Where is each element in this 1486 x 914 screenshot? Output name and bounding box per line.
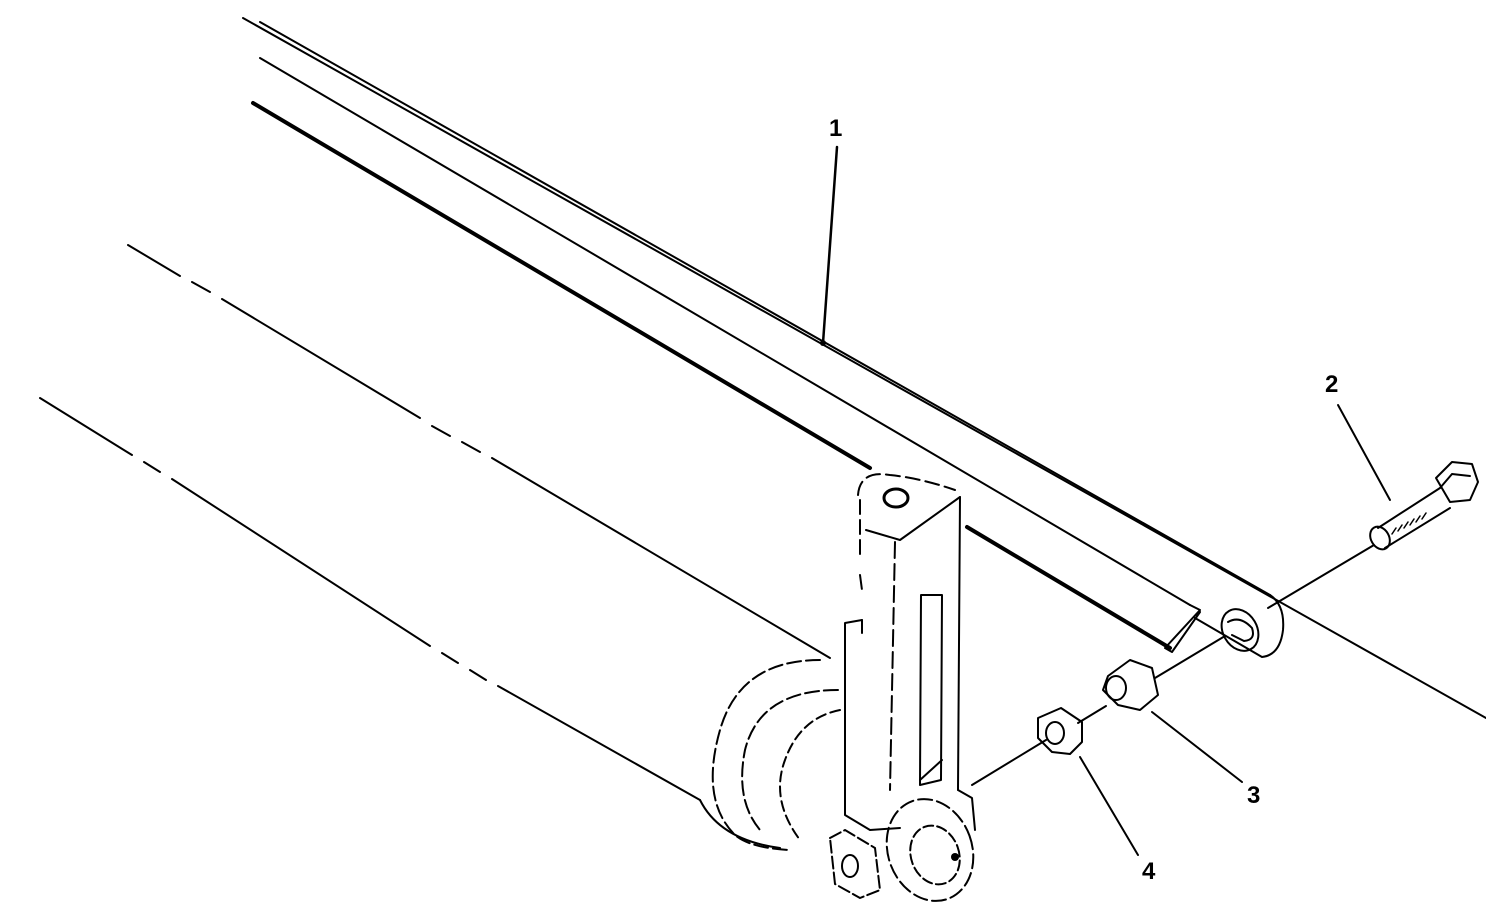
callout-leaders — [820, 145, 1391, 501]
roller-cylinder — [39, 244, 841, 851]
hex-jam-nut — [1037, 707, 1139, 856]
self-locking-nut — [1102, 659, 1243, 783]
callout-1-label: 1 — [829, 115, 843, 142]
assembly-centerline — [971, 544, 1375, 786]
callout-2-label: 2 — [1325, 371, 1339, 398]
support-bar — [242, 17, 1486, 719]
upright-bracket — [829, 473, 976, 902]
hex-head-bolt — [1369, 461, 1479, 551]
callout-3-label: 3 — [1247, 782, 1261, 809]
callout-4-label: 4 — [1142, 858, 1156, 885]
